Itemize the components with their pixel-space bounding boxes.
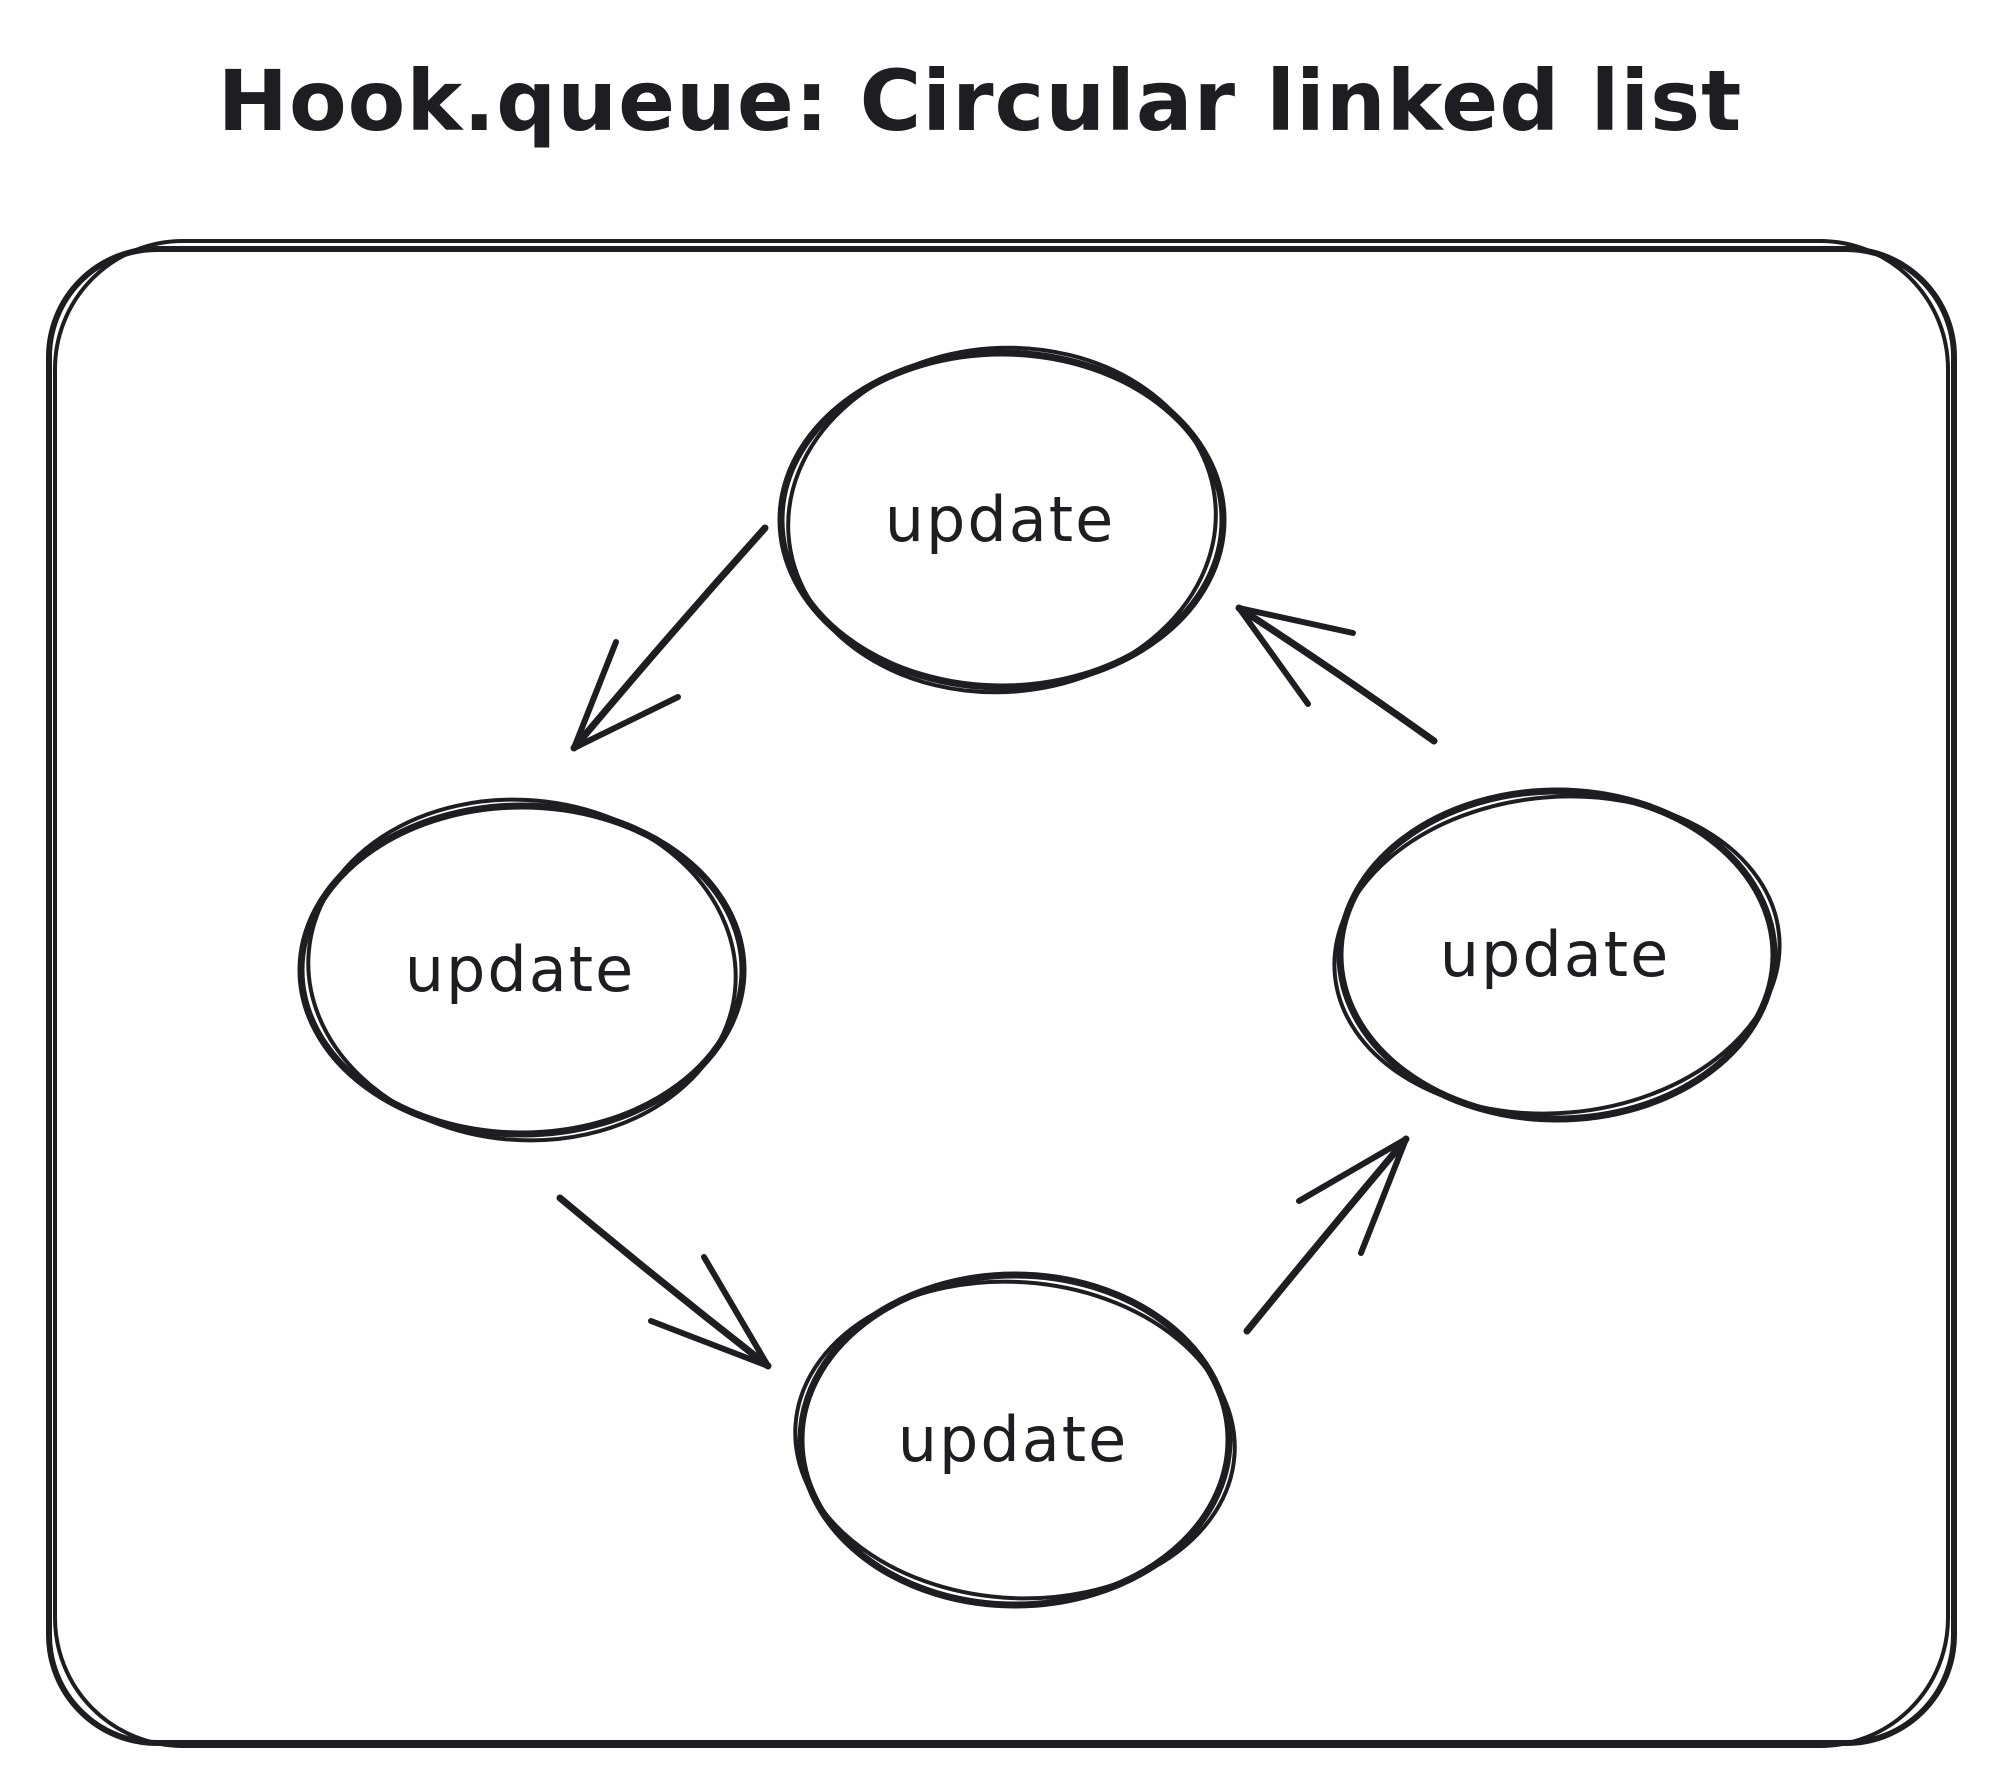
node-top: update [777, 345, 1227, 695]
arrow-top-to-left-head-barb-1 [571, 639, 619, 751]
node-left-ellipse [297, 802, 747, 1138]
outer-frame [46, 239, 1957, 1748]
arrow-top-to-left-shaft [570, 524, 769, 752]
arrow-left-to-bottom [556, 1194, 772, 1370]
node-left: update [297, 797, 747, 1143]
arrow-left-to-bottom-head-barb-1 [701, 1254, 771, 1369]
arrow-left-to-bottom-shaft [556, 1194, 772, 1370]
node-top-ellipse [777, 349, 1227, 691]
arrow-right-to-top-shaft [1235, 604, 1438, 745]
arrow-right-to-top-head-barb-2 [1236, 605, 1311, 707]
arrow-bottom-to-right-head-barb-2 [1358, 1136, 1409, 1256]
arrow-bottom-to-right-shaft [1243, 1135, 1410, 1335]
arrow-top-to-left-head-barb-2 [571, 694, 681, 751]
arrow-bottom-to-right-head-barb-1 [1296, 1136, 1409, 1204]
outer-frame-stroke-2 [53, 239, 1950, 1748]
node-right-ellipse [1336, 787, 1778, 1123]
node-left-label: update [405, 933, 635, 1006]
arrow-right-to-top [1235, 604, 1438, 745]
node-top-ellipse-overdraw [786, 345, 1218, 695]
node-left-ellipse-overdraw [306, 797, 738, 1143]
arrow-right-to-top-head-barb-1 [1236, 605, 1356, 636]
arrow-bottom-to-right [1243, 1135, 1410, 1335]
node-bottom-label: update [898, 1403, 1128, 1476]
node-bottom-ellipse-overdraw [793, 1279, 1237, 1601]
arrow-left-to-bottom-head-barb-2 [648, 1318, 771, 1369]
node-bottom: update [793, 1271, 1237, 1609]
node-right-label: update [1440, 918, 1670, 991]
node-right: update [1332, 787, 1782, 1123]
arrow-top-to-left [570, 524, 769, 752]
node-right-ellipse-overdraw [1332, 794, 1782, 1116]
outer-frame-stroke-1 [46, 246, 1957, 1746]
node-bottom-ellipse [797, 1271, 1233, 1609]
diagram-title: Hook.queue: Circular linked list [218, 52, 1743, 150]
node-top-label: update [885, 483, 1115, 556]
